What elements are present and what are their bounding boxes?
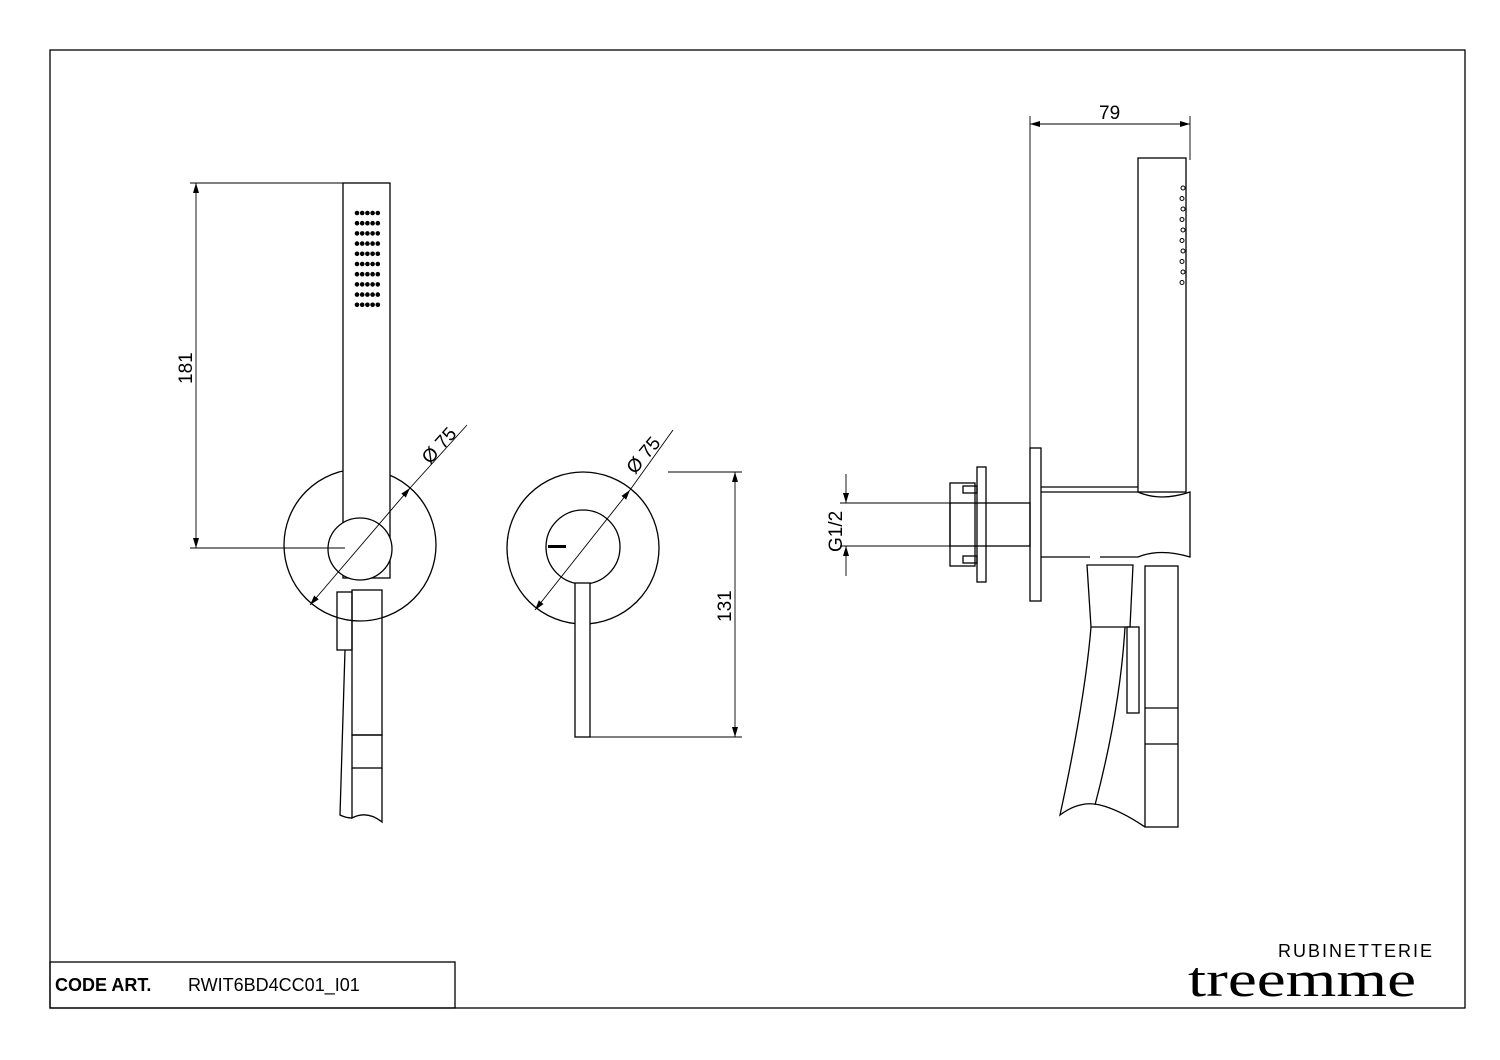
nozzle-dots	[354, 210, 381, 308]
nozzle-dot	[375, 271, 381, 277]
nozzle-dot	[365, 282, 370, 287]
nozzle-dot	[1180, 248, 1186, 254]
nozzle-dot	[370, 292, 375, 297]
nozzle-dot	[1180, 269, 1186, 275]
nozzle-dot	[375, 210, 381, 216]
brand-logo: RUBINETTERIE treemme	[1188, 941, 1434, 1007]
nozzle-dot	[365, 251, 370, 257]
title-block: CODE ART. RWIT6BD4CC01_I01	[49, 961, 456, 1009]
nozzle-dot	[365, 271, 370, 277]
nozzle-dot	[354, 241, 360, 246]
nozzle-dot	[365, 302, 370, 308]
nozzle-dot	[359, 261, 365, 267]
nozzle-dot	[370, 261, 375, 267]
nozzle-dot	[359, 271, 365, 277]
nozzle-dot	[370, 220, 375, 226]
nozzle-dot	[354, 292, 360, 297]
nozzle-dot	[375, 220, 381, 226]
dim-79: 79	[1099, 103, 1120, 124]
svg-text:treemme: treemme	[1188, 951, 1416, 1007]
nozzle-dot	[365, 231, 370, 236]
nozzle-dot	[375, 282, 381, 287]
nozzle-dot	[370, 271, 375, 277]
lever-logo-mark	[548, 545, 566, 548]
side-nozzle-dots	[1179, 185, 1186, 285]
nozzle-dot	[359, 282, 365, 287]
dim-131: 131	[715, 590, 736, 622]
nozzle-dot	[359, 231, 365, 236]
nozzle-dot	[359, 302, 365, 308]
dim-181: 181	[176, 352, 197, 384]
nozzle-dot	[1180, 227, 1186, 233]
dim-g12: G1/2	[826, 511, 847, 552]
front-view-shower: 181 Ø 75	[176, 182, 468, 824]
nozzle-dot	[370, 282, 375, 287]
nozzle-dot	[375, 231, 381, 236]
nozzle-dot	[370, 241, 375, 246]
nozzle-dot	[1179, 217, 1185, 222]
nozzle-dot	[370, 210, 375, 216]
side-view: 79 G1/2	[826, 103, 1191, 828]
nozzle-dot	[354, 271, 360, 277]
nozzle-dot	[365, 210, 370, 216]
nozzle-dot	[354, 220, 360, 226]
drawing-border	[49, 49, 1466, 1009]
nozzle-dot	[365, 220, 370, 226]
nozzle-dot	[365, 241, 370, 246]
nozzle-dot	[375, 302, 381, 308]
nozzle-dot	[1179, 259, 1185, 264]
nozzle-dot	[354, 210, 360, 216]
nozzle-dot	[359, 292, 365, 297]
code-label: CODE ART.	[55, 975, 151, 995]
nozzle-dot	[354, 251, 360, 257]
nozzle-dot	[354, 302, 360, 308]
nozzle-dot	[375, 241, 381, 246]
nozzle-dot	[1179, 196, 1185, 201]
nozzle-dot	[375, 261, 381, 267]
nozzle-dot	[359, 251, 365, 257]
nozzle-dot	[365, 292, 370, 297]
nozzle-dot	[354, 231, 360, 236]
nozzle-dot	[1180, 206, 1186, 212]
nozzle-dot	[365, 261, 370, 267]
nozzle-dot	[370, 231, 375, 236]
code-value: RWIT6BD4CC01_I01	[188, 975, 360, 996]
dim-diameter-middle: Ø 75	[623, 433, 666, 478]
nozzle-dot	[354, 282, 360, 287]
nozzle-dot	[354, 261, 360, 267]
nozzle-dot	[359, 210, 365, 216]
front-view-mixer: Ø 75 131	[506, 429, 742, 738]
nozzle-dot	[1179, 280, 1185, 285]
dim-diameter-left: Ø 75	[418, 424, 461, 469]
nozzle-dot	[1179, 238, 1185, 243]
nozzle-dot	[370, 302, 375, 308]
nozzle-dot	[1180, 185, 1186, 191]
nozzle-dot	[359, 220, 365, 226]
svg-text:RUBINETTERIE: RUBINETTERIE	[1278, 941, 1434, 961]
nozzle-dot	[359, 241, 365, 246]
nozzle-dot	[370, 251, 375, 257]
nozzle-dot	[375, 251, 381, 257]
nozzle-dot	[375, 292, 381, 297]
